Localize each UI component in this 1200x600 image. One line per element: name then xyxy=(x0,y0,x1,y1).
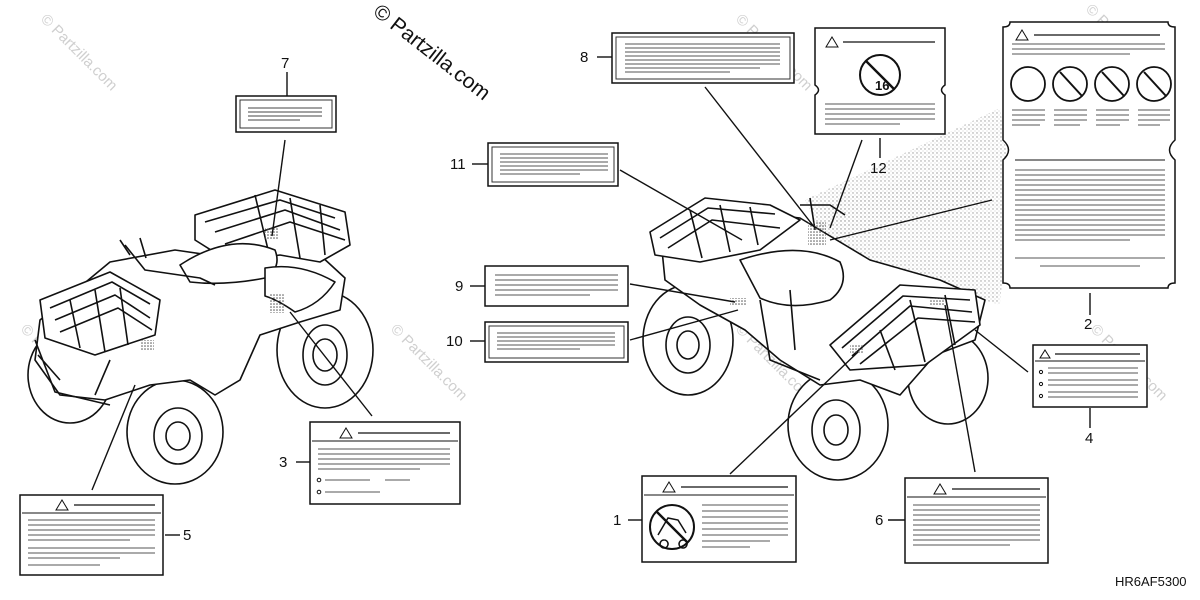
label-6 xyxy=(904,477,1049,564)
callout-12: 12 xyxy=(870,160,887,177)
label-10 xyxy=(484,321,629,363)
watermark-faint: © Partzilla.com xyxy=(37,11,120,94)
callout-1: 1 xyxy=(613,512,621,529)
label-9 xyxy=(484,265,629,307)
callout-6: 6 xyxy=(875,512,883,529)
label-11 xyxy=(487,142,619,187)
age-restriction-symbol: 16 xyxy=(875,78,889,93)
callout-3: 3 xyxy=(279,454,287,471)
callout-4: 4 xyxy=(1085,430,1093,447)
label-3 xyxy=(309,421,461,505)
atv-left-illustration xyxy=(27,189,374,485)
leader-lines xyxy=(91,56,1091,536)
callout-9: 9 xyxy=(455,278,463,295)
callout-2: 2 xyxy=(1084,316,1092,333)
label-8 xyxy=(611,32,795,84)
callout-10: 10 xyxy=(446,333,463,350)
label-7 xyxy=(235,95,337,133)
callout-5: 5 xyxy=(183,527,191,544)
label-4 xyxy=(1032,344,1148,408)
diagram-code: HR6AF5300 xyxy=(1115,574,1187,589)
callout-7: 7 xyxy=(281,55,289,72)
callout-11: 11 xyxy=(450,156,466,173)
label-12: 16 xyxy=(814,27,946,135)
atv-right-illustration xyxy=(642,108,1010,481)
label-1 xyxy=(641,475,797,563)
watermark-main: © Partzilla.com xyxy=(369,0,495,105)
callout-8: 8 xyxy=(580,49,588,66)
label-2 xyxy=(1002,21,1176,289)
callout-numbers: 7 3 5 8 12 2 11 9 10 1 6 4 xyxy=(183,49,1093,544)
label-5 xyxy=(19,494,164,576)
